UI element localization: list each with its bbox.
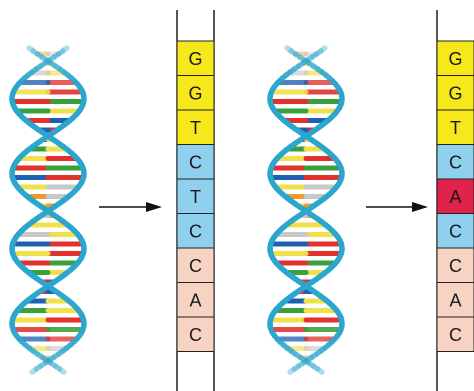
base-letter: A	[449, 187, 461, 207]
helix-backbone	[33, 363, 44, 372]
base-letter: G	[448, 83, 462, 103]
helix-backbone	[313, 48, 324, 57]
helix-backbone	[29, 366, 40, 375]
mutated-base-cell: T	[436, 109, 474, 145]
helix-backbone	[306, 360, 317, 369]
helix-backbone	[26, 45, 36, 54]
original-base-cell: T	[176, 178, 215, 214]
helix-backbone	[39, 354, 50, 363]
base-letter: G	[188, 83, 202, 103]
helix-backbone	[60, 45, 70, 54]
arrow-right-icon	[366, 202, 428, 212]
mutated-base-cell: C	[436, 316, 474, 352]
mutated-base-cell: C	[436, 213, 474, 249]
base-letter: C	[189, 256, 202, 276]
base-letter: G	[188, 49, 202, 69]
base-letter: C	[189, 152, 202, 172]
original-base-cell: C	[176, 316, 215, 352]
base-letter: T	[450, 118, 461, 138]
helix-backbone	[292, 51, 303, 60]
original-base-cell: C	[176, 247, 215, 283]
mutated-base-cell: C	[436, 247, 474, 283]
helix-backbone	[34, 51, 45, 60]
original-base-cell: G	[176, 40, 215, 76]
helix-backbone	[52, 363, 63, 372]
helix-backbone	[56, 366, 67, 375]
helix-backbone	[314, 366, 325, 375]
base-letter: A	[189, 290, 201, 310]
helix-backbone	[318, 45, 328, 54]
base-letter: C	[449, 221, 462, 241]
mutated-base-cell: A	[436, 178, 474, 214]
base-letter: C	[189, 221, 202, 241]
helix-backbone	[297, 354, 308, 363]
original-base-cell: T	[176, 109, 215, 145]
helix-backbone	[304, 354, 315, 363]
dna-helix-icon	[267, 45, 345, 375]
helix-backbone	[51, 51, 62, 60]
helix-backbone	[309, 51, 320, 60]
mutated-base-cell: G	[436, 40, 474, 76]
base-letter: T	[190, 118, 201, 138]
base-letter: C	[449, 325, 462, 345]
base-letter: C	[449, 152, 462, 172]
helix-backbone	[42, 357, 53, 366]
helix-backbone	[288, 48, 299, 57]
helix-backbone	[30, 48, 41, 57]
helix-backbone	[295, 360, 306, 369]
original-base-cell: G	[176, 75, 215, 111]
original-base-cell: C	[176, 213, 215, 249]
mutated-base-cell: A	[436, 282, 474, 318]
helix-backbone	[48, 360, 59, 369]
helix-backbone	[284, 45, 294, 54]
base-letter: C	[189, 325, 202, 345]
helix-backbone	[310, 363, 321, 372]
helix-backbone	[37, 360, 48, 369]
helix-backbone	[55, 48, 66, 57]
base-letter: A	[449, 290, 461, 310]
original-base-cell: A	[176, 282, 215, 318]
mutated-base-cell: G	[436, 75, 474, 111]
mutated-base-cell: C	[436, 144, 474, 180]
dna-helix-icon	[9, 45, 87, 375]
base-letter: G	[448, 49, 462, 69]
original-base-cell: C	[176, 144, 215, 180]
helix-backbone	[300, 357, 311, 366]
helix-backbone	[46, 354, 57, 363]
base-letter: T	[190, 187, 201, 207]
helix-backbone	[291, 363, 302, 372]
helix-backbone	[287, 366, 298, 375]
arrow-right-icon	[99, 202, 162, 212]
base-letter: C	[449, 256, 462, 276]
